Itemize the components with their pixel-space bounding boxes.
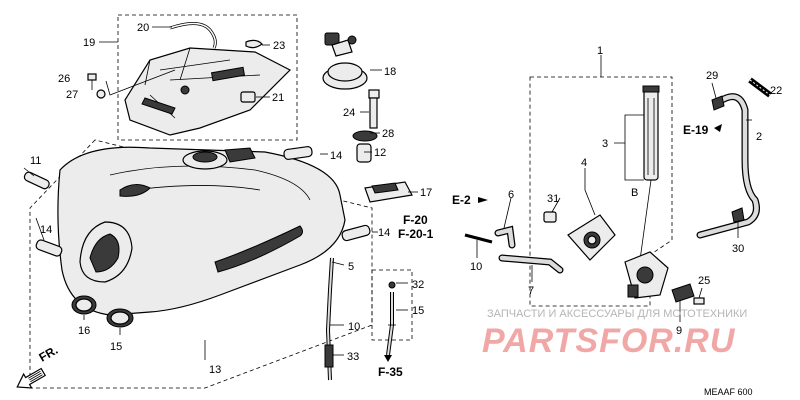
callout-B: B xyxy=(631,187,638,199)
front-direction-arrow xyxy=(16,367,47,389)
callout-3: 3 xyxy=(602,138,608,150)
fuel-tank xyxy=(57,146,346,316)
hose-spring-22 xyxy=(748,77,772,98)
grommet-23 xyxy=(245,39,263,49)
ref-f20-1: F-20-1 xyxy=(398,227,434,241)
watermark-tagline: ЗАПЧАСТИ И АКСЕССУАРЫ ДЛЯ МОТОТЕХНИКИ xyxy=(487,308,747,320)
callout-25: 25 xyxy=(698,275,710,287)
callout-2: 2 xyxy=(756,131,762,143)
rubber-15 xyxy=(106,308,134,328)
hose-clip-30 xyxy=(731,207,745,223)
callout-1: 1 xyxy=(597,45,603,57)
front-direction-label: FR. xyxy=(37,343,61,365)
callout-16: 16 xyxy=(78,325,90,337)
ref-e19: E-19 xyxy=(683,123,709,137)
callout-19: 19 xyxy=(83,37,95,49)
screw-25 xyxy=(693,297,705,305)
tank-cover xyxy=(124,47,292,136)
callout-10-valve: 10 xyxy=(470,261,482,273)
bolt-26 xyxy=(87,73,97,90)
callout-24: 24 xyxy=(343,107,355,119)
callout-27: 27 xyxy=(66,89,78,101)
callout-23: 23 xyxy=(273,40,285,52)
callout-6: 6 xyxy=(508,189,514,201)
callout-29: 29 xyxy=(706,70,718,82)
clip-32 xyxy=(388,281,396,289)
fuel-hose-2 xyxy=(696,93,760,239)
cushion-14-left xyxy=(35,239,63,257)
callout-22: 22 xyxy=(770,85,782,97)
hose-clip-29 xyxy=(711,95,725,111)
callout-7: 7 xyxy=(528,285,534,297)
fuel-strainer-3 xyxy=(639,85,660,261)
ref-e2-arrow xyxy=(478,197,488,203)
cushion-14-right xyxy=(341,224,371,242)
callout-30: 30 xyxy=(732,243,744,255)
ref-e2: E-2 xyxy=(452,193,471,207)
diagram-code: MEAAF 600 xyxy=(704,387,753,397)
callout-20: 20 xyxy=(137,22,149,34)
cover-wire xyxy=(169,22,217,49)
callout-14-right: 14 xyxy=(378,227,390,239)
callout-14-left: 14 xyxy=(40,224,52,236)
ref-f20: F-20 xyxy=(403,213,428,227)
group-box-tank-cover xyxy=(117,14,298,141)
nut-21 xyxy=(240,91,256,103)
callout-15-rubber: 15 xyxy=(110,341,122,353)
callout-31: 31 xyxy=(547,193,559,205)
watermark-brand: PARTSFOR.RU xyxy=(482,322,736,360)
screw-31 xyxy=(543,211,557,223)
callout-4: 4 xyxy=(581,157,587,169)
collar-12 xyxy=(356,143,372,163)
callout-26: 26 xyxy=(58,73,70,85)
washer-27 xyxy=(96,89,106,99)
callout-12: 12 xyxy=(374,147,386,159)
callout-21: 21 xyxy=(272,92,284,104)
fuel-cap xyxy=(322,32,368,90)
callout-18: 18 xyxy=(384,66,396,78)
group-box-tank xyxy=(29,139,373,389)
rubber-16 xyxy=(71,295,97,315)
clip-33 xyxy=(324,344,334,368)
cap-bolt-24 xyxy=(368,89,380,129)
tube-10 xyxy=(464,233,493,244)
ref-f35: F-35 xyxy=(378,365,403,379)
callout-32: 32 xyxy=(412,279,424,291)
callout-28: 28 xyxy=(382,128,394,140)
cushion-14-top xyxy=(283,146,313,160)
cushion-11 xyxy=(23,171,50,190)
callout-11: 11 xyxy=(30,155,41,167)
callout-5: 5 xyxy=(348,261,354,273)
ref-e19-arrow xyxy=(714,124,722,132)
callout-33: 33 xyxy=(347,351,359,363)
callout-10-tube: 10 xyxy=(348,321,360,333)
leader-lines xyxy=(23,26,752,360)
callout-14-top: 14 xyxy=(330,150,342,162)
fuel-valve-body xyxy=(624,251,669,299)
callout-17: 17 xyxy=(420,187,432,199)
callout-15-tube: 15 xyxy=(412,305,424,317)
valve-plate-4 xyxy=(567,214,616,261)
callout-9: 9 xyxy=(676,325,682,337)
bracket-17 xyxy=(364,181,413,203)
callout-13: 13 xyxy=(209,364,221,376)
washer-28 xyxy=(352,130,378,142)
valve-knob-9 xyxy=(671,283,695,303)
arrow-down-f35 xyxy=(384,355,392,362)
